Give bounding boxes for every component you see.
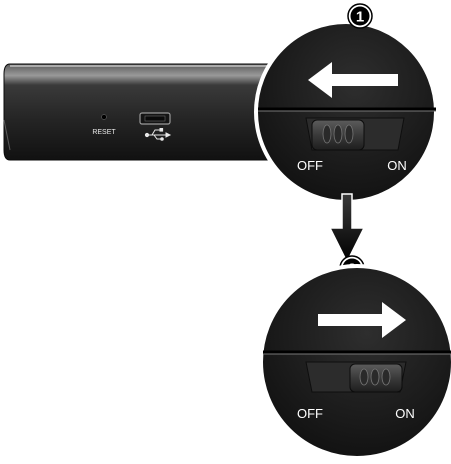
power-switch[interactable] xyxy=(305,117,405,151)
off-label: OFF xyxy=(297,158,323,173)
reset-label: RESET xyxy=(92,129,116,136)
step-1-badge: 1 xyxy=(347,3,373,29)
power-switch[interactable] xyxy=(305,361,407,393)
callout-1: OFF ON xyxy=(254,20,438,204)
usb-icon xyxy=(144,128,172,141)
svg-text:1: 1 xyxy=(356,9,364,26)
usb-port[interactable] xyxy=(139,112,171,125)
off-label: OFF xyxy=(297,406,323,421)
device-body xyxy=(3,63,301,161)
step-arrow-down-icon xyxy=(328,193,366,264)
arrow-left-icon xyxy=(308,62,398,98)
on-label: ON xyxy=(387,158,407,173)
callout-2: OFF ON xyxy=(259,264,451,460)
reset-hole[interactable] xyxy=(101,114,107,120)
on-label: ON xyxy=(395,406,415,421)
arrow-right-icon xyxy=(318,302,406,338)
